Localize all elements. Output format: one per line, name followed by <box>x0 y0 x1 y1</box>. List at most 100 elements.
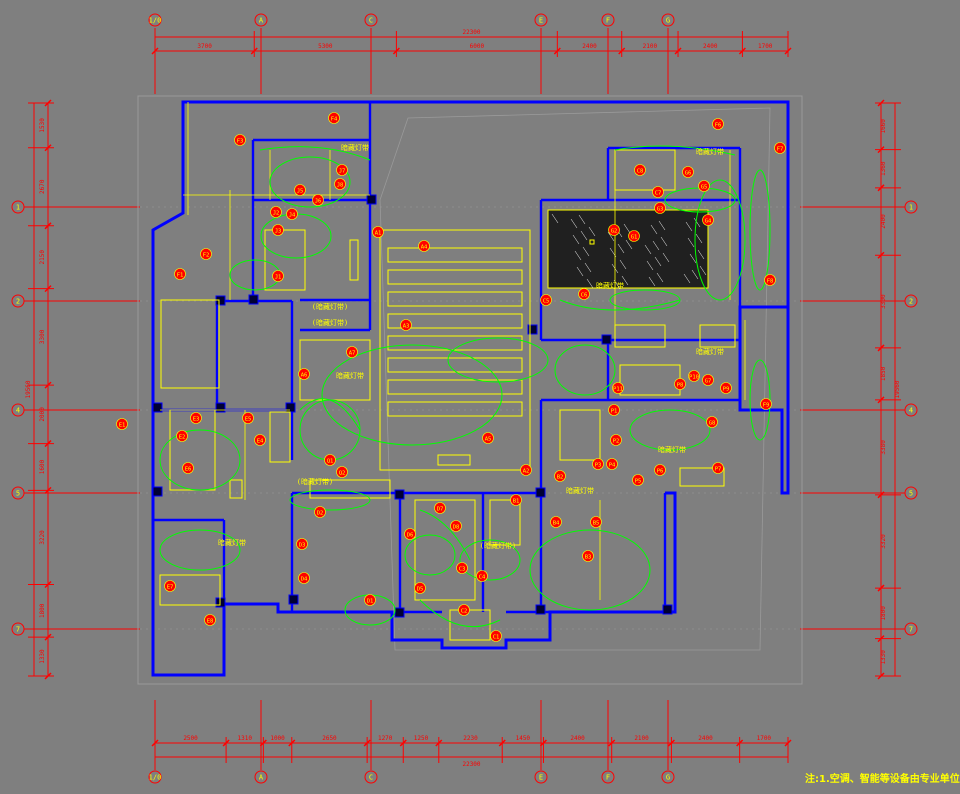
fixture-tag-label: C4 <box>479 574 486 580</box>
furniture-outline <box>449 609 491 641</box>
furniture-outline <box>349 239 359 281</box>
dimension-slash <box>399 739 407 747</box>
feature-wall-texture <box>697 249 705 260</box>
fixture-tag-bubble <box>612 382 624 394</box>
grid-row-label: 1 <box>16 204 20 212</box>
fixture-tag-bubble <box>458 604 470 616</box>
room-light-label: 暗藏灯带 <box>596 281 624 290</box>
fixture-tag-bubble <box>592 458 604 470</box>
dimension-slash <box>44 440 52 448</box>
fixture-tag-label: F7 <box>777 146 784 152</box>
grid-row-label: 5 <box>909 490 913 498</box>
fixture-tag-bubble <box>550 516 562 528</box>
dimension-segment-label: 1700 <box>758 43 773 50</box>
dimension-slash <box>877 99 885 107</box>
dimension-segment-label: 1310 <box>237 735 252 742</box>
dimension-slash <box>667 739 675 747</box>
fixture-tag-label: D7 <box>437 506 444 512</box>
feature-wall-texture <box>699 265 707 276</box>
furniture-outline <box>160 299 220 389</box>
feature-wall-texture <box>683 273 691 284</box>
grid-column-bubble <box>148 13 162 27</box>
dimension-total-label: 19560 <box>894 380 901 398</box>
fixture-tag-bubble <box>270 206 282 218</box>
fixture-tag-label: P5 <box>635 478 642 484</box>
fixture-tag-label: P3 <box>595 462 602 468</box>
feature-wall-panel <box>547 209 709 289</box>
structural-column <box>394 489 405 500</box>
stair-tread <box>387 313 523 329</box>
stair-hall-outline <box>379 229 531 471</box>
dimension-slash <box>877 344 885 352</box>
structural-column <box>248 294 259 305</box>
fixture-tag-bubble <box>628 230 640 242</box>
furniture-outline <box>437 454 471 466</box>
fixture-tag-label: E4 <box>257 438 264 444</box>
fixture-tag-label: A1 <box>375 230 382 236</box>
fixture-tags: F4F3F6J8J7J6J5J4J3J2J1A1A2A3A4A5A6A7F1F2… <box>116 112 786 642</box>
structural-column <box>288 594 299 605</box>
feature-wall-texture <box>689 253 697 264</box>
dimension-total-label: 22300 <box>462 29 480 36</box>
fixture-tag-bubble <box>554 470 566 482</box>
fixture-tag-bubble <box>164 580 176 592</box>
fixture-tag-label: B1 <box>513 498 520 504</box>
grid-row-bubble <box>11 486 25 500</box>
furniture-outline <box>699 324 736 348</box>
structural-column <box>152 486 163 497</box>
fixture-tag-bubble <box>364 594 376 606</box>
dimension-segment-label: 2100 <box>634 735 649 742</box>
furniture-outline <box>559 409 601 461</box>
fixture-tag-bubble <box>242 412 254 424</box>
roof-outline <box>379 107 771 651</box>
structural-column <box>366 194 377 205</box>
dimension-segment-label: 1450 <box>516 735 531 742</box>
feature-wall-texture <box>588 226 596 237</box>
fixture-tag-label: C6 <box>581 292 588 298</box>
fixture-tag-bubble <box>774 142 786 154</box>
dimension-segment-label: 1270 <box>378 735 393 742</box>
lighting-circuit-loop <box>749 169 771 291</box>
furniture-outline <box>489 499 521 546</box>
room-labels: 暗藏灯带暗藏灯带(暗藏灯带)(暗藏灯带)暗藏灯带暗藏灯带暗藏灯带暗藏灯带暗藏灯带… <box>218 143 724 550</box>
dimension-slash <box>44 381 52 389</box>
fixture-tag-bubble <box>540 294 552 306</box>
furniture-outline <box>679 467 725 487</box>
feature-wall-texture <box>691 269 699 280</box>
fixture-tag-bubble <box>418 240 430 252</box>
fixture-tag-bubble <box>434 502 446 514</box>
grid-row-bubble <box>11 200 25 214</box>
feature-wall-texture <box>646 260 654 271</box>
fixture-tag-bubble <box>702 214 714 226</box>
structural-column <box>152 402 163 413</box>
fixture-tag-label: Q1 <box>327 458 334 464</box>
fixture-tag-bubble <box>632 474 644 486</box>
feature-wall-texture <box>695 233 703 244</box>
grid-row-label: 4 <box>909 407 913 415</box>
dimension-slash <box>877 672 885 680</box>
dimension-slash <box>877 251 885 259</box>
fixture-tag-label: D3 <box>299 542 306 548</box>
grid-row-bubble <box>11 622 25 636</box>
feature-wall-texture <box>625 239 633 250</box>
structural-column <box>394 607 405 618</box>
dimension-segment-label: 1000 <box>270 735 285 742</box>
fixture-tag-label: P10 <box>689 374 699 380</box>
dimension-slash <box>877 635 885 643</box>
fixture-tag-bubble <box>578 288 590 300</box>
dimension-slash <box>877 184 885 192</box>
feature-wall-texture <box>654 256 662 267</box>
dimension-segment-label: 1660 <box>880 119 887 134</box>
feature-wall-texture <box>660 236 668 247</box>
fixture-tag-bubble <box>372 226 384 238</box>
structural-column <box>662 604 673 615</box>
grid-column-bubble <box>148 770 162 784</box>
feature-wall-texture <box>621 275 629 286</box>
fixture-tag-bubble <box>510 494 522 506</box>
fixture-tag-label: F6 <box>715 122 722 128</box>
dimension-segment-label: 3380 <box>880 440 887 455</box>
room-light-label: (暗藏灯带) <box>312 318 348 327</box>
fixture-tag-label: E3 <box>193 416 200 422</box>
furniture-outline <box>269 411 291 463</box>
